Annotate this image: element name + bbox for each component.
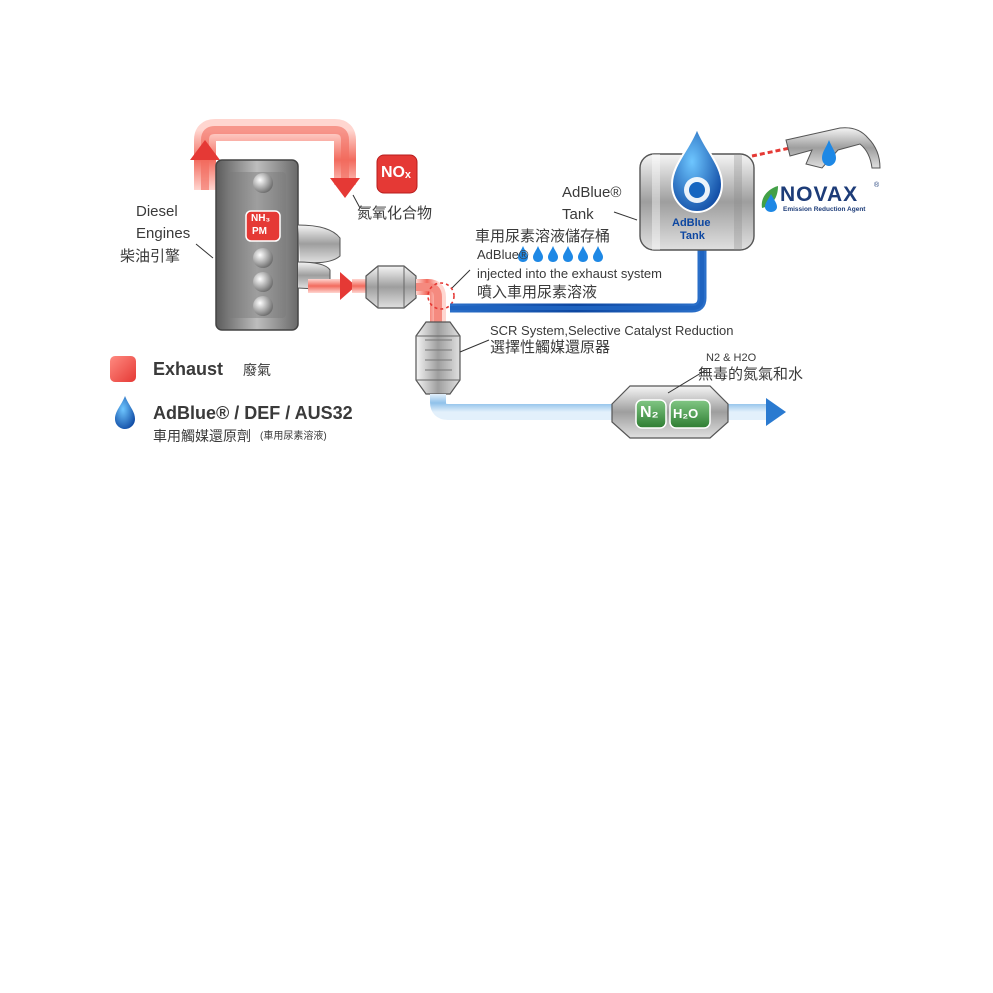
h2o-badge-text: H₂O — [673, 406, 699, 421]
pipe-to-scr — [416, 279, 446, 325]
exhaust-loop-pipe — [190, 119, 360, 198]
tank-badge-2: Tank — [680, 230, 705, 242]
chip-nh3: NH₃ — [251, 213, 271, 224]
adblue-line — [450, 245, 707, 313]
output-arrow — [766, 398, 786, 426]
tank-badge-1: AdBlue — [672, 217, 711, 229]
filler-nozzle-icon — [751, 127, 881, 169]
nozzle-drop-icon — [822, 140, 836, 166]
loop-up-arrow — [190, 140, 220, 160]
brand-mark: ® — [874, 182, 880, 189]
legend-drop-icon — [115, 396, 135, 429]
scr-en: SCR System,Selective Catalyst Reduction — [490, 323, 734, 338]
adblue-tank — [639, 124, 755, 251]
cylinder — [253, 296, 273, 316]
nox-badge — [376, 154, 418, 194]
n2-badge-text: N₂ — [640, 404, 659, 421]
legend-adblue-zh: 車用觸媒還原劑 — [153, 428, 251, 444]
nox-label-zh: 氮氧化合物 — [357, 205, 433, 222]
legend-adblue-en: AdBlue® / DEF / AUS32 — [153, 403, 353, 423]
nox-badge-text: NOₓ — [381, 164, 411, 181]
legend-exhaust-zh: 廢氣 — [243, 362, 271, 378]
engine-label-en-2: Engines — [136, 225, 191, 242]
injection-adblue: AdBlue® — [477, 247, 529, 262]
novax-logo-icon — [761, 186, 778, 212]
output-en: N2 & H2O — [706, 352, 757, 364]
injection-drops-icon — [518, 246, 603, 262]
n2-chip — [635, 399, 667, 429]
chip-pm: PM — [252, 226, 267, 237]
cylinder — [253, 173, 273, 193]
pre-catalyst — [365, 265, 417, 309]
injection-point — [427, 282, 455, 310]
scr-zh: 選擇性觸媒還原器 — [490, 339, 611, 356]
scr-catalyst — [415, 321, 461, 395]
tank-label-en-1: AdBlue® — [562, 184, 622, 201]
muffler — [611, 385, 729, 439]
loop-down-arrow — [330, 178, 360, 198]
output-zh: 無毒的氮氣和水 — [698, 366, 804, 383]
nh3-pm-chip — [245, 210, 281, 242]
tank-label-en-2: Tank — [562, 206, 594, 223]
output-pipe — [430, 394, 786, 426]
h2o-chip — [669, 399, 711, 429]
leader-lines — [195, 194, 707, 394]
engine-label-en-1: Diesel — [136, 203, 178, 220]
engine-block — [215, 159, 341, 331]
engine-label-zh: 柴油引擎 — [120, 248, 181, 265]
legend-exhaust-en: Exhaust — [153, 359, 224, 379]
legend-adblue-zh-small: (車用尿素溶液) — [260, 431, 327, 442]
cylinder — [253, 248, 273, 268]
brand-name: NOVAX — [780, 183, 859, 206]
injection-en: injected into the exhaust system — [477, 266, 662, 281]
tank-label-zh: 車用尿素溶液儲存桶 — [475, 228, 611, 245]
brand-tagline: Emission Reduction Agent — [783, 206, 866, 213]
legend-exhaust-swatch — [110, 356, 136, 382]
cylinder — [253, 272, 273, 292]
injection-zh: 噴入車用尿素溶液 — [477, 284, 598, 301]
